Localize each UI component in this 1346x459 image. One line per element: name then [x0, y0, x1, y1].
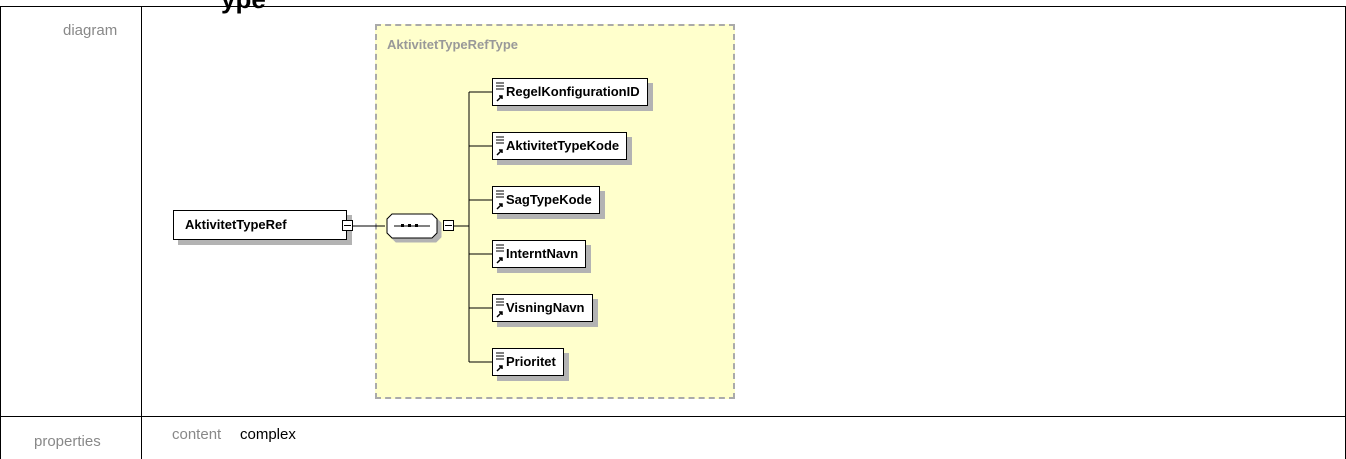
label-column-divider: [141, 6, 142, 459]
element-ref-icon: [496, 136, 504, 156]
properties-row-label: properties: [34, 433, 101, 450]
schema-diagram: AktivitetTypeRefType AktivitetTypeRef Re…: [142, 7, 1346, 417]
child-element-name: Prioritet: [506, 354, 556, 369]
child-element-name: VisningNavn: [506, 300, 585, 315]
sequence-compositor-icon[interactable]: [387, 214, 438, 239]
diagram-row-label: diagram: [63, 22, 118, 39]
collapse-sequence-icon[interactable]: [443, 220, 454, 231]
element-ref-icon: [496, 298, 504, 318]
child-element-box[interactable]: AktivitetTypeKode: [492, 132, 628, 160]
element-ref-icon: [496, 190, 504, 210]
child-element-name: InterntNavn: [506, 246, 579, 261]
child-element-box[interactable]: InterntNavn: [492, 240, 587, 268]
element-ref-icon: [496, 244, 504, 264]
collapse-root-icon[interactable]: [342, 220, 353, 231]
content-property-value: complex: [240, 426, 296, 443]
child-element-box[interactable]: RegelKonfigurationID: [492, 78, 648, 106]
table-top-border: [0, 6, 1346, 7]
root-element-box[interactable]: AktivitetTypeRef: [173, 210, 347, 240]
page-title: ype: [221, 0, 266, 15]
root-element-name: AktivitetTypeRef: [185, 217, 287, 232]
row-divider: [0, 416, 1346, 417]
content-property-key: content: [172, 426, 222, 443]
element-ref-icon: [496, 82, 504, 102]
diagram-connectors: [352, 91, 492, 363]
child-element-box[interactable]: VisningNavn: [492, 294, 593, 322]
child-element-box[interactable]: Prioritet: [492, 348, 564, 376]
child-element-name: AktivitetTypeKode: [506, 138, 620, 153]
table-left-border: [0, 6, 1, 459]
child-element-box[interactable]: SagTypeKode: [492, 186, 600, 214]
complex-type-name: AktivitetTypeRefType: [387, 37, 518, 52]
child-element-name: RegelKonfigurationID: [506, 84, 640, 99]
child-element-name: SagTypeKode: [506, 192, 592, 207]
element-ref-icon: [496, 352, 504, 372]
